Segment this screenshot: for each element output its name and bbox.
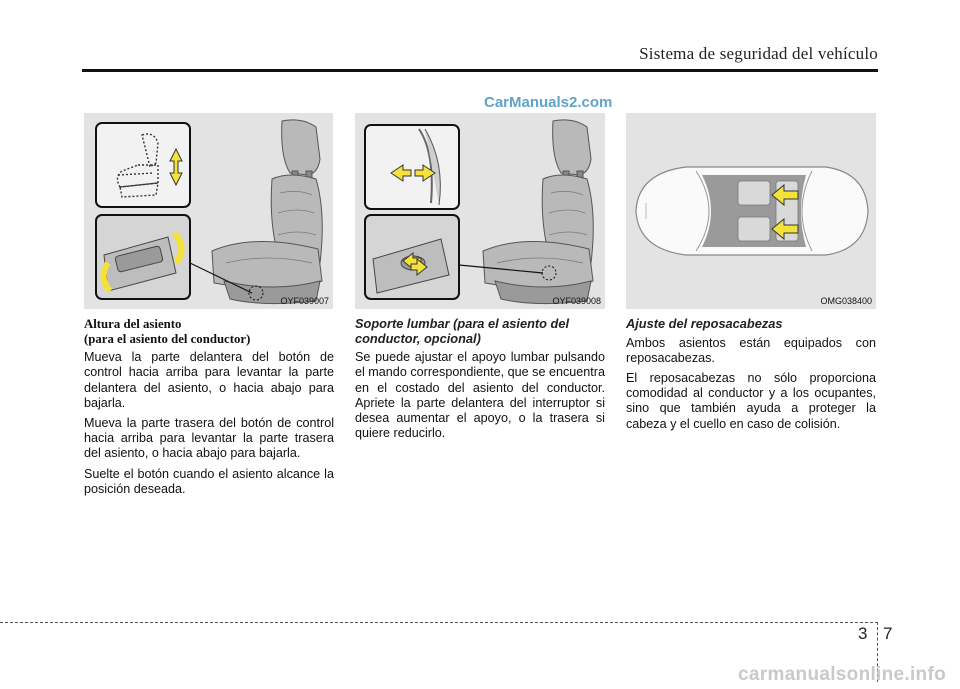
figure-headrest: OMG038400 bbox=[626, 113, 876, 309]
paragraph: Suelte el botón cuando el asiento alcanc… bbox=[84, 466, 334, 496]
watermark-top[interactable]: CarManuals2.com bbox=[484, 94, 613, 111]
heading-line: Altura del asiento bbox=[84, 317, 182, 331]
header-rule bbox=[82, 69, 878, 72]
paragraph: El reposacabezas no sólo proporciona com… bbox=[626, 371, 876, 431]
section-heading: Ajuste del reposacabezas bbox=[626, 316, 783, 331]
column-seat-height: Altura del asiento (para el asiento del … bbox=[84, 317, 334, 502]
column-lumbar-support: Soporte lumbar (para el asiento del cond… bbox=[355, 316, 605, 446]
figure-code: OYF039007 bbox=[280, 296, 329, 306]
figure-code: OMG038400 bbox=[820, 296, 872, 306]
car-top-view-headrest-icon bbox=[635, 166, 869, 256]
heading-line: (para el asiento del conductor) bbox=[84, 331, 251, 346]
column-headrest: Ajuste del reposacabezas Ambos asientos … bbox=[626, 316, 876, 437]
section-heading: Altura del asiento (para el asiento del … bbox=[84, 317, 334, 346]
lumbar-support-icon bbox=[364, 119, 594, 305]
paragraph: Se puede ajustar el apoyo lumbar pulsand… bbox=[355, 350, 605, 441]
seat-height-adjust-icon bbox=[95, 119, 323, 305]
chapter-number: 3 bbox=[858, 624, 868, 643]
page-number: 7 bbox=[883, 624, 893, 643]
figure-seat-height: OYF039007 bbox=[84, 113, 333, 309]
paragraph: Ambos asientos están equipados con repos… bbox=[626, 335, 876, 365]
header-title: Sistema de seguridad del vehículo bbox=[639, 44, 878, 63]
footer-divider bbox=[877, 622, 878, 682]
footer-rule bbox=[0, 622, 878, 623]
watermark-bottom[interactable]: carmanualsonline.info bbox=[738, 664, 946, 685]
figure-code: OYF039008 bbox=[552, 296, 601, 306]
section-heading: Soporte lumbar (para el asiento del cond… bbox=[355, 316, 570, 346]
paragraph: Mueva la parte delantera del botón de co… bbox=[84, 350, 334, 410]
figure-lumbar-support: OYF039008 bbox=[355, 113, 605, 309]
paragraph: Mueva la parte trasera del botón de cont… bbox=[84, 416, 334, 461]
